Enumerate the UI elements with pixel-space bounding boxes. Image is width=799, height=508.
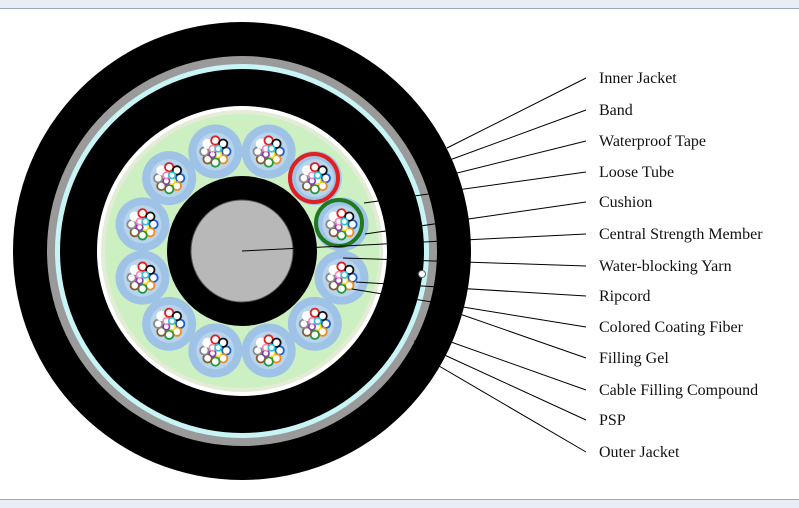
bottom-border xyxy=(0,499,799,508)
label-colored-coating-fiber: Colored Coating Fiber xyxy=(599,319,744,336)
colored-coating-fiber xyxy=(313,317,322,326)
colored-coating-fiber xyxy=(267,144,276,153)
label-inner-jacket: Inner Jacket xyxy=(599,70,677,87)
colored-coating-fiber xyxy=(344,264,355,275)
label-waterproof-tape: Waterproof Tape xyxy=(599,133,706,150)
leader-line xyxy=(419,330,587,391)
colored-coating-fiber xyxy=(340,217,349,226)
label-band: Band xyxy=(599,102,633,119)
top-border xyxy=(0,0,799,9)
label-cushion: Cushion xyxy=(599,194,652,211)
colored-coating-fiber xyxy=(145,264,156,275)
colored-coating-fiber xyxy=(141,217,150,226)
highlight-circle-red xyxy=(288,152,340,204)
colored-coating-fiber xyxy=(167,317,176,326)
colored-coating-fiber xyxy=(267,343,276,352)
loose-tube xyxy=(287,151,342,206)
colored-coating-fiber xyxy=(171,165,183,176)
loose-tube xyxy=(142,151,197,206)
colored-coating-fiber xyxy=(271,337,282,348)
label-ripcord: Ripcord xyxy=(599,288,651,305)
loose-tube xyxy=(115,197,170,252)
loose-tube xyxy=(188,124,243,179)
colored-coating-fiber xyxy=(167,171,176,180)
label-list: Inner Jacket Band Waterproof Tape Loose … xyxy=(599,70,763,461)
leader-lines xyxy=(241,77,587,453)
label-central-strength-member: Central Strength Member xyxy=(599,226,763,243)
colored-coating-fiber xyxy=(344,211,355,222)
loose-tube xyxy=(241,124,296,179)
leader-line xyxy=(446,77,587,149)
leader-line xyxy=(433,304,587,359)
loose-tube xyxy=(287,296,342,351)
loose-tube xyxy=(115,250,170,305)
label-water-blocking-yarn: Water-blocking Yarn xyxy=(599,258,732,275)
colored-coating-fiber xyxy=(214,343,223,352)
leader-line xyxy=(435,109,587,166)
label-filling-gel: Filling Gel xyxy=(599,350,669,367)
colored-coating-fiber xyxy=(313,171,322,180)
ripcord-dot xyxy=(418,270,426,278)
label-outer-jacket: Outer Jacket xyxy=(599,444,680,461)
leader-line xyxy=(428,140,587,181)
leader-line xyxy=(351,288,587,328)
colored-coating-fiber xyxy=(317,165,328,176)
leader-line xyxy=(355,281,587,297)
label-loose-tube: Loose Tube xyxy=(599,164,674,181)
loose-tube xyxy=(188,323,243,378)
leader-line xyxy=(241,233,587,252)
colored-coating-fiber xyxy=(340,270,349,279)
leader-line xyxy=(363,171,587,204)
colored-coating-fiber xyxy=(317,310,328,322)
leader-line xyxy=(364,201,587,235)
colored-coating-fiber xyxy=(271,138,282,149)
label-psp: PSP xyxy=(599,412,626,429)
colored-coating-fiber xyxy=(141,270,150,279)
colored-coating-fiber xyxy=(218,337,229,348)
loose-tube xyxy=(314,250,369,305)
loose-tube xyxy=(241,323,296,378)
leader-line xyxy=(342,257,587,267)
colored-coating-fiber xyxy=(145,211,156,222)
loose-tube xyxy=(142,296,197,351)
leader-line xyxy=(438,365,587,453)
colored-coating-fiber xyxy=(214,144,223,153)
leader-line xyxy=(413,340,587,421)
label-cable-filling-compound: Cable Filling Compound xyxy=(599,382,758,399)
colored-coating-fiber xyxy=(171,310,183,322)
cable-cross-section xyxy=(13,22,471,480)
colored-coating-fiber xyxy=(218,138,229,149)
